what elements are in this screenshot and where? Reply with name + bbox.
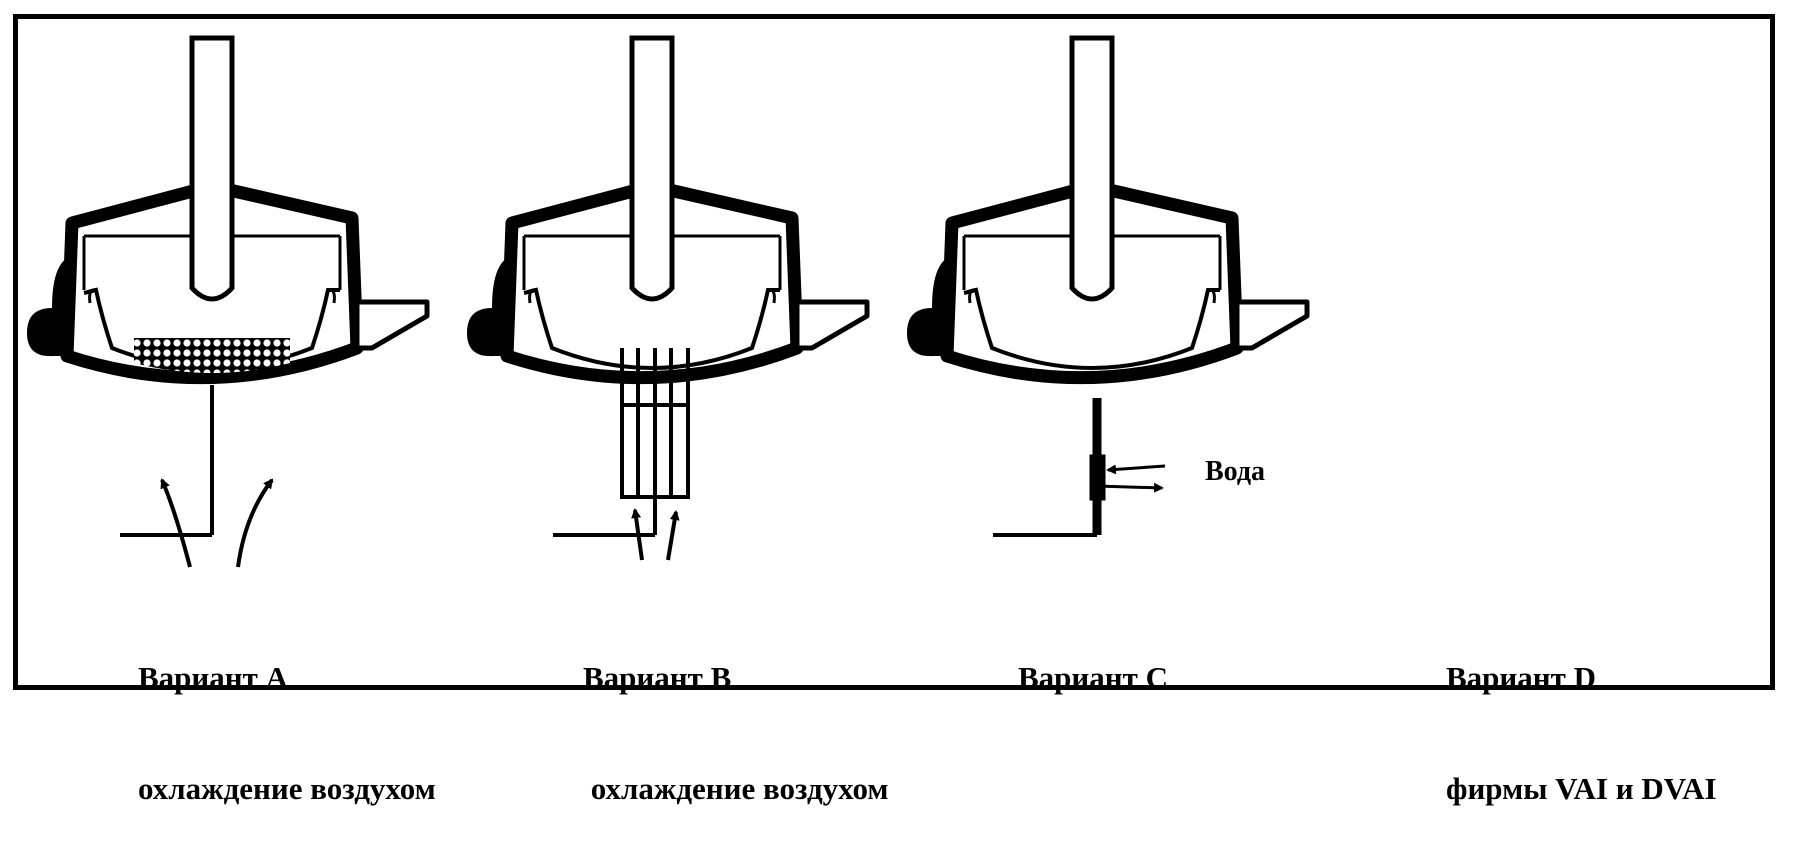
variant-a-bottom-contact: [120, 385, 274, 568]
caption-variant-d: Вариант D фирмы VAI и DVAI: [1446, 585, 1717, 844]
furnace-variant-c: [907, 38, 1307, 378]
pebble-electrode-bed: [134, 338, 290, 373]
caption-variant-b: Вариант В охлаждение воздухом: [583, 585, 888, 844]
caption-variant-a-title: Вариант А: [138, 660, 289, 695]
caption-variant-d-subtitle: фирмы VAI и DVAI: [1446, 771, 1717, 806]
variant-c-water-cooled-contact: [993, 398, 1166, 537]
caption-variant-c: Вариант С: [1018, 585, 1168, 807]
furnace-variant-a: [27, 38, 427, 378]
furnace-variant-b: [467, 38, 867, 378]
caption-variant-a: Вариант А охлаждение воздухом: [138, 585, 436, 844]
diagram-frame: [13, 14, 1775, 690]
caption-variant-a-subtitle: охлаждение воздухом: [138, 771, 436, 806]
caption-variant-b-title: Вариант В: [583, 660, 732, 695]
variant-b-pin-electrodes: [553, 348, 690, 561]
caption-variant-c-title: Вариант С: [1018, 660, 1169, 695]
caption-variant-d-title: Вариант D: [1446, 660, 1597, 695]
caption-variant-b-subtitle: охлаждение воздухом: [583, 771, 889, 806]
water-label: Вода: [1205, 456, 1266, 487]
furnace-diagram: [0, 0, 1794, 568]
